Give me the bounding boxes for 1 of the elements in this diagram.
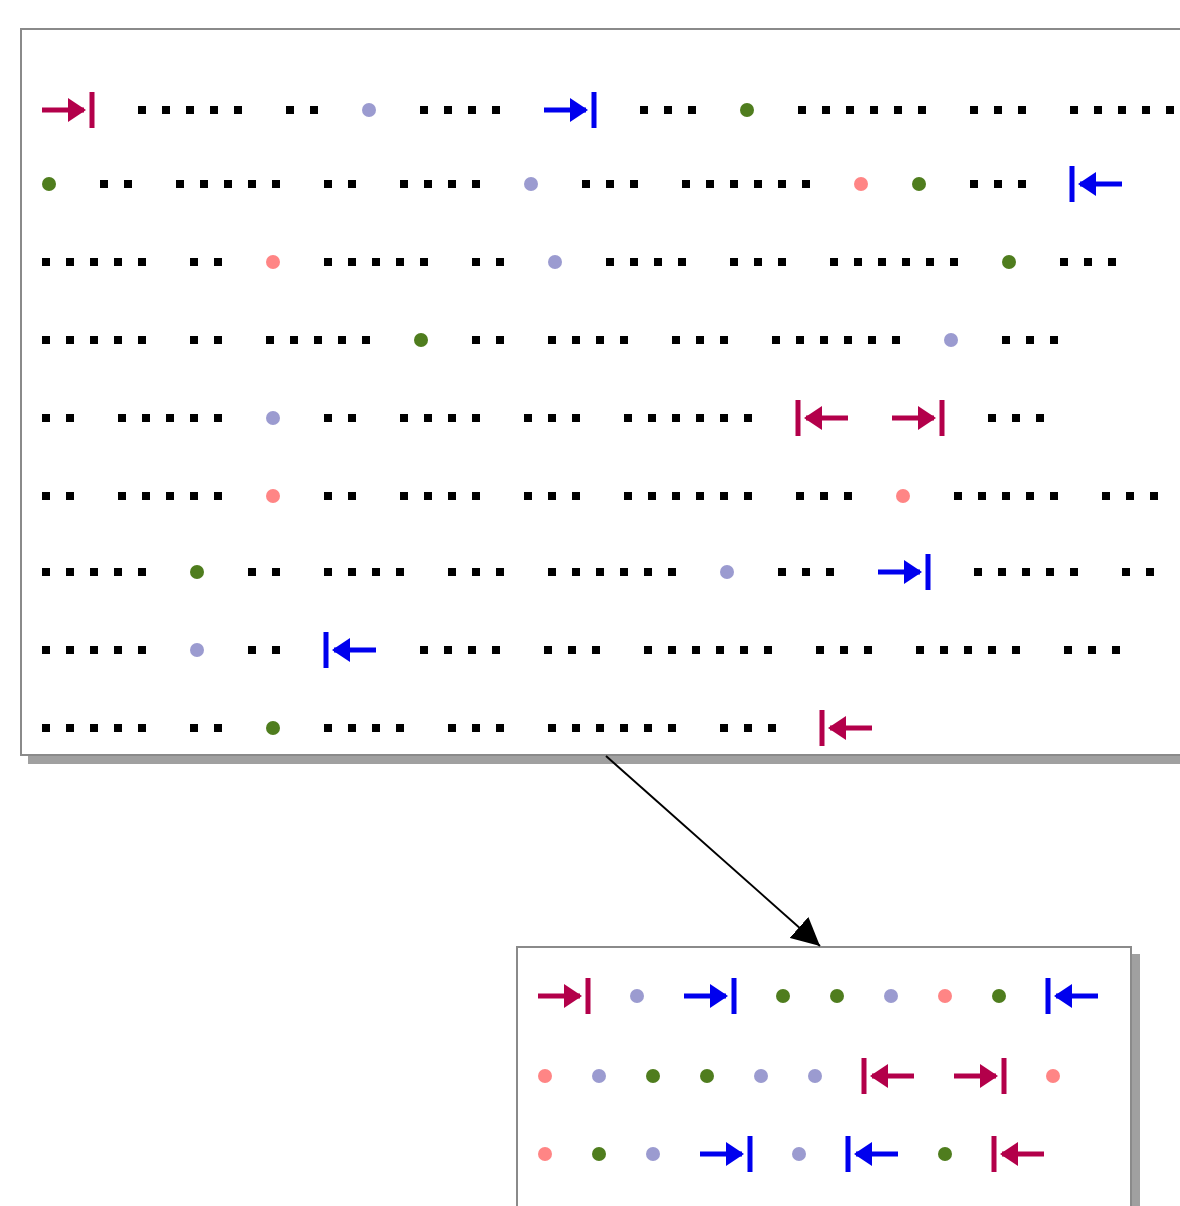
arrow [605,755,821,947]
